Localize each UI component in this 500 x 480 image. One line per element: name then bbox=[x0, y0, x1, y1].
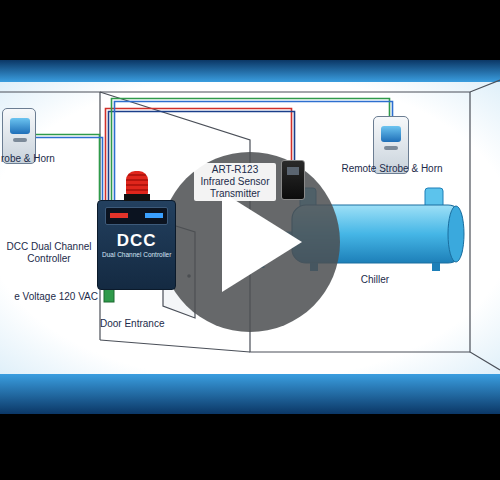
play-circle bbox=[160, 152, 340, 332]
device-caption: ART-R123 Infrared Sensor Transmitter bbox=[194, 163, 276, 201]
device-name: DCC bbox=[102, 231, 171, 251]
play-triangle bbox=[222, 192, 302, 292]
strobe-horn: robe & Horn bbox=[2, 108, 36, 164]
white-ground bbox=[0, 82, 500, 374]
wire-run bbox=[112, 99, 393, 201]
back-wall-line bbox=[100, 92, 470, 352]
wire bbox=[112, 99, 390, 201]
strobe-base bbox=[384, 146, 398, 150]
diagram-label: Door Entrance bbox=[100, 318, 184, 330]
strobe-base bbox=[13, 138, 27, 142]
device-subtitle: Dual Channel Controller bbox=[102, 251, 171, 258]
sensor-transmitter: ART-R123 Infrared Sensor Transmitter bbox=[281, 160, 305, 200]
bottom-band bbox=[0, 374, 500, 414]
chiller-end bbox=[448, 206, 464, 262]
device-caption: DCC Dual Channel Controller bbox=[3, 241, 95, 265]
wire-run bbox=[36, 135, 103, 201]
controller-box: DCCDual Channel ControllerDCC Dual Chann… bbox=[97, 200, 176, 290]
diagram-label: Chiller bbox=[345, 274, 405, 286]
strobe-horn: Remote Strobe & Horn bbox=[373, 116, 409, 174]
sensor-window bbox=[287, 167, 299, 175]
top-band bbox=[0, 60, 500, 82]
display-screen bbox=[105, 207, 168, 225]
display-bar bbox=[110, 213, 128, 218]
strobe-lens bbox=[381, 126, 401, 142]
beacon bbox=[126, 171, 148, 195]
display-bar bbox=[145, 213, 163, 218]
wire bbox=[36, 138, 103, 201]
device-caption: Remote Strobe & Horn bbox=[336, 163, 448, 175]
wire bbox=[36, 135, 100, 201]
device-caption: robe & Horn bbox=[1, 153, 91, 165]
room-outline bbox=[0, 80, 500, 370]
chiller-leg bbox=[432, 263, 440, 271]
ceiling-line bbox=[0, 80, 500, 92]
floor-line bbox=[100, 340, 250, 352]
right-wall-line bbox=[470, 92, 500, 370]
strobe-lens bbox=[10, 118, 30, 134]
beacon-base bbox=[124, 194, 150, 201]
diagram-label: e Voltage 120 VAC bbox=[2, 291, 98, 303]
wire bbox=[115, 102, 393, 201]
